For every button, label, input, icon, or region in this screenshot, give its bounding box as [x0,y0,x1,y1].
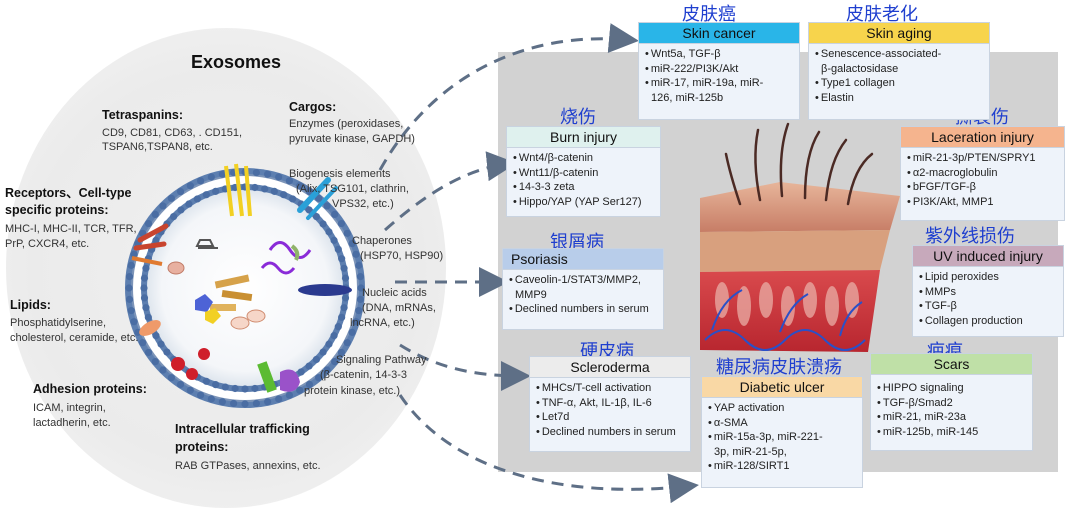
nucleic-line-3: lncRNA, etc.) [350,317,415,329]
psoriasis-zh-label: 银屑病 [550,232,604,252]
skin-cancer-item: 126, miR-125b [651,91,724,104]
burn-injury-item: Wnt11/β-catenin [513,166,654,181]
diabetic-ulcer-item: 3p, miR-21-5p, [714,445,787,458]
uv-injury-box: UV induced injury Lipid peroxides MMPs T… [912,245,1064,337]
psoriasis-title: Psoriasis [503,249,663,270]
cargos-line-1: Enzymes (peroxidases, [289,118,404,130]
signaling-line-3: protein kinase, etc.) [304,385,400,397]
nucleic-line-1: Nucleic acids [362,287,427,299]
skin-aging-title: Skin aging [809,23,989,44]
uv-injury-title: UV induced injury [913,246,1063,267]
laceration-injury-item: α2-macroglobulin [907,166,1058,181]
uv-injury-item: MMPs [919,285,1057,300]
uv-injury-item: Lipid peroxides [919,270,1057,285]
trafficking-line-1: RAB GTPases, annexins, etc. [175,460,321,472]
signaling-line-1: Signaling Pathway [336,354,427,366]
biogenesis-line-2: (Alix, TSG101, clathrin, [296,183,409,195]
skin-cancer-box: Skin cancer Wnt5a, TGF-β miR-222/PI3K/Ak… [638,22,800,120]
trafficking-heading-1: Intracellular trafficking [175,422,310,436]
scars-box: Scars HIPPO signaling TGF-β/Smad2 miR-21… [870,353,1033,451]
skin-aging-item: Elastin [815,91,983,106]
uv-injury-item: TGF-β [919,299,1057,314]
burn-injury-box: Burn injury Wnt4/β-catenin Wnt11/β-caten… [506,126,661,217]
skin-cancer-item: miR-17, miR-19a, miR- [645,76,793,91]
burn-injury-item: 14-3-3 zeta [513,180,654,195]
diabetic-ulcer-item: α-SMA [708,416,856,431]
diabetic-zh-label: 糖尿病皮肤溃疡 [716,357,842,377]
scleroderma-title: Scleroderma [530,357,690,378]
diabetic-ulcer-item: YAP activation [708,401,856,416]
chaperones-line-1: Chaperones [352,235,412,247]
adhesion-line-1: ICAM, integrin, [33,402,106,414]
scleroderma-item: Declined numbers in serum [536,425,684,440]
scleroderma-box: Scleroderma MHCs/T-cell activation TNF-α… [529,356,691,452]
skin-aging-item: Type1 collagen [815,76,983,91]
diabetic-ulcer-box: Diabetic ulcer YAP activation α-SMA miR-… [701,376,863,488]
psoriasis-item: MMP9 [515,288,547,301]
lipids-heading: Lipids: [10,298,51,312]
scars-title: Scars [871,354,1032,375]
skin-aging-box: Skin aging Senescence-associated- β-gala… [808,22,990,120]
tetraspanins-heading: Tetraspanins: [102,108,184,122]
diabetic-ulcer-title: Diabetic ulcer [702,377,862,398]
burn-injury-item: Hippo/YAP (YAP Ser127) [513,195,654,210]
tetraspanins-line-2: TSPAN6,TSPAN8, etc. [102,141,213,153]
cargos-line-2: pyruvate kinase, GAPDH) [289,133,415,145]
scleroderma-item: TNF-α, Akt, IL-1β, IL-6 [536,396,684,411]
scleroderma-item: Let7d [536,410,684,425]
scars-item: HIPPO signaling [877,381,1026,396]
cargo-shapes [131,163,352,393]
tetraspanins-line-1: CD9, CD81, CD63, . CD151, [102,127,242,139]
skin-aging-item: β-galactosidase [821,62,899,75]
cargos-heading: Cargos: [289,100,337,114]
skin-cancer-item: miR-222/PI3K/Akt [645,62,793,77]
adhesion-line-2: lactadherin, etc. [33,417,111,429]
nucleic-line-2: (DNA, mRNAs, [362,302,436,314]
scars-item: TGF-β/Smad2 [877,396,1026,411]
scars-item: miR-125b, miR-145 [877,425,1026,440]
burn-zh-label: 烧伤 [560,107,596,127]
adhesion-heading: Adhesion proteins: [33,382,147,396]
lipids-line-1: Phosphatidylserine, [10,317,107,329]
skin-aging-item: Senescence-associated- [815,47,983,62]
diabetic-ulcer-item: miR-128/SIRT1 [708,459,856,474]
uv-zh-label: 紫外线损伤 [925,226,1015,246]
receptors-line-1: MHC-I, MHC-II, TCR, TFR, [5,223,137,235]
skin-cancer-zh-label: 皮肤癌 [682,4,736,24]
scleroderma-item: MHCs/T-cell activation [536,381,684,396]
psoriasis-item: Caveolin-1/STAT3/MMP2, [509,273,657,288]
laceration-injury-box: Laceration injury miR-21-3p/PTEN/SPRY1 α… [900,126,1065,221]
skin-aging-zh-label: 皮肤老化 [846,4,918,24]
biogenesis-line-3: VPS32, etc.) [332,198,394,210]
diabetic-ulcer-item: miR-15a-3p, miR-221- [708,430,856,445]
signaling-line-2: (β-catenin, 14-3-3 [320,369,408,381]
diagram-title: Exosomes [191,52,282,72]
laceration-injury-item: PI3K/Akt, MMP1 [907,195,1058,210]
trafficking-heading-2: proteins: [175,440,229,454]
receptors-heading-1: Receptors、Cell-type [5,186,132,200]
scars-item: miR-21, miR-23a [877,410,1026,425]
lipids-line-2: cholesterol, ceramide, etc. [10,332,139,344]
chaperones-line-2: (HSP70, HSP90) [360,250,444,262]
laceration-injury-item: miR-21-3p/PTEN/SPRY1 [907,151,1058,166]
receptors-line-2: PrP, CXCR4, etc. [5,238,90,250]
skin-cancer-item: Wnt5a, TGF-β [645,47,793,62]
receptors-heading-2: specific proteins: [5,203,109,217]
exosome-vesicle [125,168,365,408]
psoriasis-box: Psoriasis Caveolin-1/STAT3/MMP2, MMP9 De… [502,248,664,330]
burn-injury-item: Wnt4/β-catenin [513,151,654,166]
uv-injury-item: Collagen production [919,314,1057,329]
laceration-injury-title: Laceration injury [901,127,1064,148]
burn-injury-title: Burn injury [507,127,660,148]
biogenesis-line-1: Biogenesis elements [289,168,391,180]
skin-cancer-title: Skin cancer [639,23,799,44]
psoriasis-item: Declined numbers in serum [509,302,657,317]
laceration-injury-item: bFGF/TGF-β [907,180,1058,195]
